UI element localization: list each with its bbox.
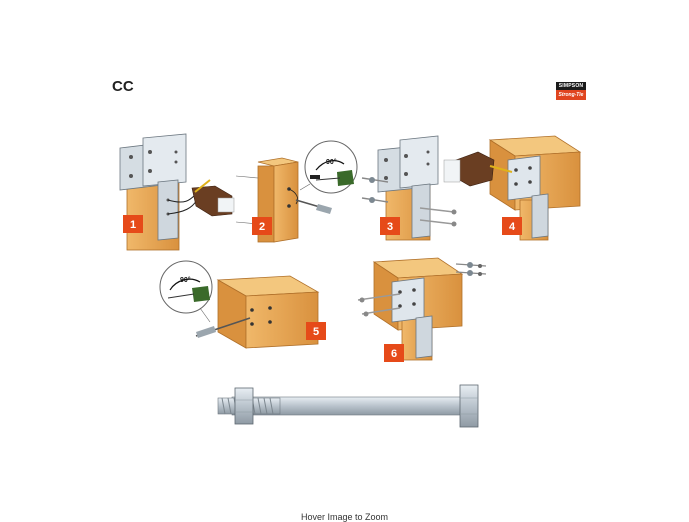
step-6-illustration xyxy=(357,257,487,361)
step-badge-6: 6 xyxy=(384,344,404,362)
step-number-5: 5 xyxy=(313,326,319,338)
drill-angle-label-5: 90° xyxy=(180,276,191,284)
step-number-1: 1 xyxy=(130,219,136,231)
step-badge-3: 3 xyxy=(380,217,400,235)
step-number-3: 3 xyxy=(387,221,393,233)
step-number-6: 6 xyxy=(391,348,397,360)
step-badge-1: 1 xyxy=(123,215,143,233)
step-number-2: 2 xyxy=(259,221,265,233)
drill-angle-label-2: 90° xyxy=(326,158,337,166)
simpson-strong-tie-logo[interactable]: SIMPSON Strong-Tie xyxy=(556,82,586,100)
step-3-illustration xyxy=(361,135,457,241)
step-badge-5: 5 xyxy=(306,322,326,340)
hover-zoom-caption: Hover Image to Zoom xyxy=(300,512,389,522)
step-badge-2: 2 xyxy=(252,217,272,235)
logo-text-bottom: Strong-Tie xyxy=(556,90,586,100)
step-2-illustration: 90° xyxy=(235,140,358,243)
step-5-illustration: 90° xyxy=(159,260,320,349)
product-title: CC xyxy=(112,78,134,95)
hex-bolt-image xyxy=(217,384,479,428)
step-number-4: 4 xyxy=(509,221,516,233)
logo-text-top: SIMPSON xyxy=(556,82,586,90)
step-4-illustration xyxy=(443,135,582,241)
step-badge-4: 4 xyxy=(502,217,522,235)
step-1-illustration xyxy=(119,133,235,251)
